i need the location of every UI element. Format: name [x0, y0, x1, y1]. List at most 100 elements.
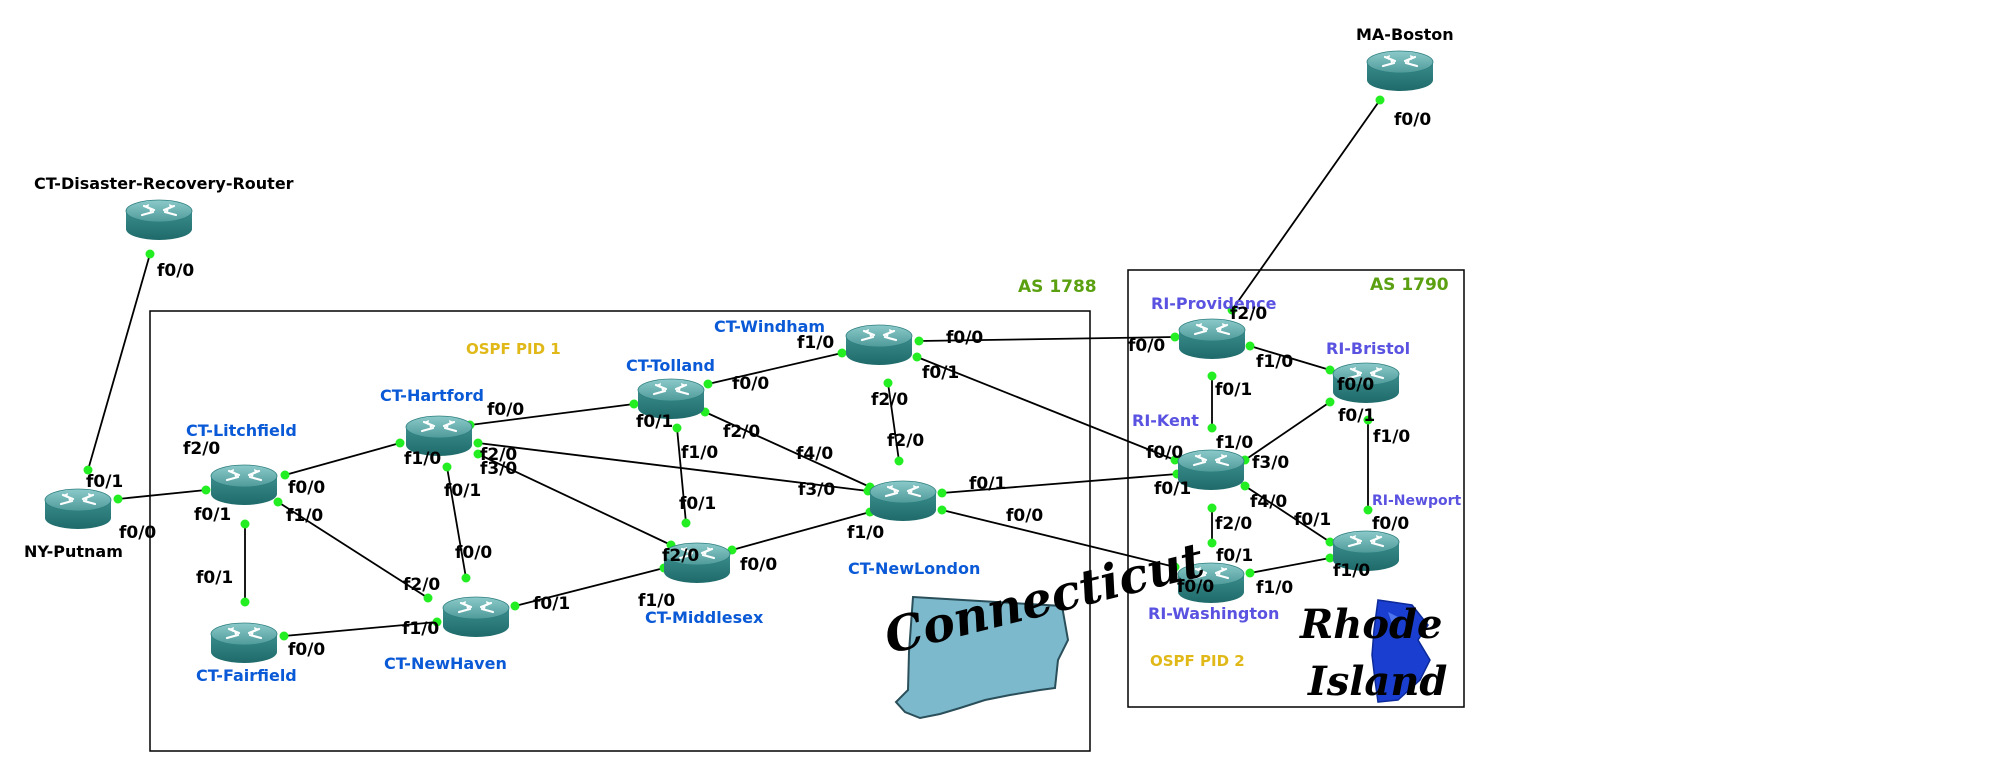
connecticut-map-logo	[894, 595, 1070, 720]
port-status-dot	[1170, 332, 1180, 342]
port-label: f3/0	[798, 480, 836, 500]
network-link	[1244, 485, 1331, 543]
port-label: f0/0	[1337, 375, 1375, 395]
router-icon-ct-fairfield[interactable]	[209, 621, 279, 665]
router-label-ri-bristol: RI-Bristol	[1326, 339, 1411, 358]
port-status-dot	[280, 470, 290, 480]
port-status-dot	[883, 378, 893, 388]
port-status-dot	[1170, 455, 1180, 465]
router-icon-ct-newlondon[interactable]	[868, 479, 938, 523]
port-status-dot	[1325, 365, 1335, 375]
router-icon-ny-putnam[interactable]	[43, 487, 113, 531]
links-layer	[87, 99, 1381, 637]
port-label: f0/0	[288, 640, 326, 660]
port-label: f0/0	[1177, 577, 1215, 597]
router-label-ct-newlondon: CT-NewLondon	[848, 559, 981, 578]
port-label: f0/0	[1394, 110, 1432, 130]
port-label: f0/0	[946, 328, 984, 348]
router-label-ct-dr: CT-Disaster-Recovery-Router	[34, 174, 294, 193]
port-label: f0/1	[86, 472, 124, 492]
port-status-dot	[629, 399, 639, 409]
port-label: f0/1	[196, 568, 234, 588]
port-label: f2/0	[183, 439, 221, 459]
router-icon-ri-providence[interactable]	[1177, 317, 1247, 361]
router-icon-ct-litchfield[interactable]	[209, 463, 279, 507]
router-label-ri-kent: RI-Kent	[1132, 411, 1199, 430]
network-link	[918, 336, 1176, 342]
port-status-dot	[461, 573, 471, 583]
router-label-ct-windham: CT-Windham	[714, 317, 826, 336]
port-status-dot	[1240, 481, 1250, 491]
port-status-dot	[113, 494, 123, 504]
port-label: f2/0	[723, 422, 761, 442]
router-label-ct-fairfield: CT-Fairfield	[196, 666, 297, 685]
network-link	[916, 356, 1176, 461]
port-label: f0/1	[1215, 380, 1253, 400]
port-label: f0/1	[194, 505, 232, 525]
port-label: f0/1	[922, 363, 960, 383]
network-link	[676, 427, 687, 524]
router-icon-ct-dr[interactable]	[124, 198, 194, 242]
port-label: f0/0	[1146, 443, 1184, 463]
port-label: f1/0	[1333, 561, 1371, 581]
ct-as-label: AS 1788	[1018, 277, 1097, 297]
port-status-dot	[681, 518, 691, 528]
port-status-dot	[1207, 538, 1217, 548]
port-label: f1/0	[681, 443, 719, 463]
port-label: f3/0	[1252, 453, 1290, 473]
port-label: f2/0	[871, 390, 909, 410]
port-status-dot	[1325, 397, 1335, 407]
port-label: f0/1	[444, 481, 482, 501]
port-label: f2/0	[662, 546, 700, 566]
port-label: f0/1	[1216, 546, 1254, 566]
router-label-ct-tolland: CT-Tolland	[626, 356, 715, 375]
network-link	[277, 501, 429, 599]
port-label: f0/0	[732, 374, 770, 394]
network-link	[707, 352, 843, 385]
port-label: f1/0	[402, 619, 440, 639]
port-status-dot	[1207, 423, 1217, 433]
router-icon-ct-windham[interactable]	[844, 323, 914, 367]
network-link	[704, 411, 871, 488]
network-link	[284, 442, 401, 476]
port-status-dot	[1325, 553, 1335, 563]
port-status-dot	[1227, 305, 1237, 315]
port-status-dot	[672, 423, 682, 433]
port-status-dot	[1363, 415, 1373, 425]
ri-logo-text-1: Rhode	[1300, 601, 1443, 648]
ri-ospf-label: OSPF PID 2	[1150, 652, 1245, 670]
router-icon-ma-boston[interactable]	[1365, 49, 1435, 93]
rhode-island-map-logo	[1371, 599, 1431, 703]
port-label: f4/0	[796, 444, 834, 464]
port-label: f3/0	[480, 459, 518, 479]
ri-logo-text-2: Island	[1308, 658, 1448, 705]
port-status-dot	[1245, 568, 1255, 578]
port-status-dot	[1375, 95, 1385, 105]
port-label: f2/0	[480, 445, 518, 465]
router-icon-ct-newhaven[interactable]	[441, 595, 511, 639]
port-status-dot	[473, 438, 483, 448]
network-link	[477, 442, 869, 492]
port-status-dot	[937, 488, 947, 498]
router-label-ct-hartford: CT-Hartford	[380, 386, 484, 405]
port-status-dot	[510, 601, 520, 611]
port-label: f0/0	[487, 400, 525, 420]
routers-layer	[43, 49, 1435, 665]
port-label: f0/0	[288, 478, 326, 498]
port-label: f1/0	[1256, 352, 1294, 372]
port-label: f0/0	[157, 261, 195, 281]
router-label-ri-newport: RI-Newport	[1372, 493, 1462, 509]
port-status-dot	[240, 597, 250, 607]
port-label: f0/0	[455, 543, 493, 563]
port-status-dot	[894, 456, 904, 466]
router-label-ri-providence: RI-Providence	[1151, 294, 1277, 313]
port-label: f1/0	[638, 591, 676, 611]
port-label: f0/0	[1372, 514, 1410, 534]
port-label: f2/0	[1230, 304, 1268, 324]
network-link	[1231, 99, 1381, 311]
port-label: f1/0	[286, 506, 324, 526]
port-label: f0/1	[533, 594, 571, 614]
network-link	[1244, 401, 1331, 461]
port-status-dot	[703, 379, 713, 389]
router-label-ct-newhaven: CT-NewHaven	[384, 654, 507, 673]
